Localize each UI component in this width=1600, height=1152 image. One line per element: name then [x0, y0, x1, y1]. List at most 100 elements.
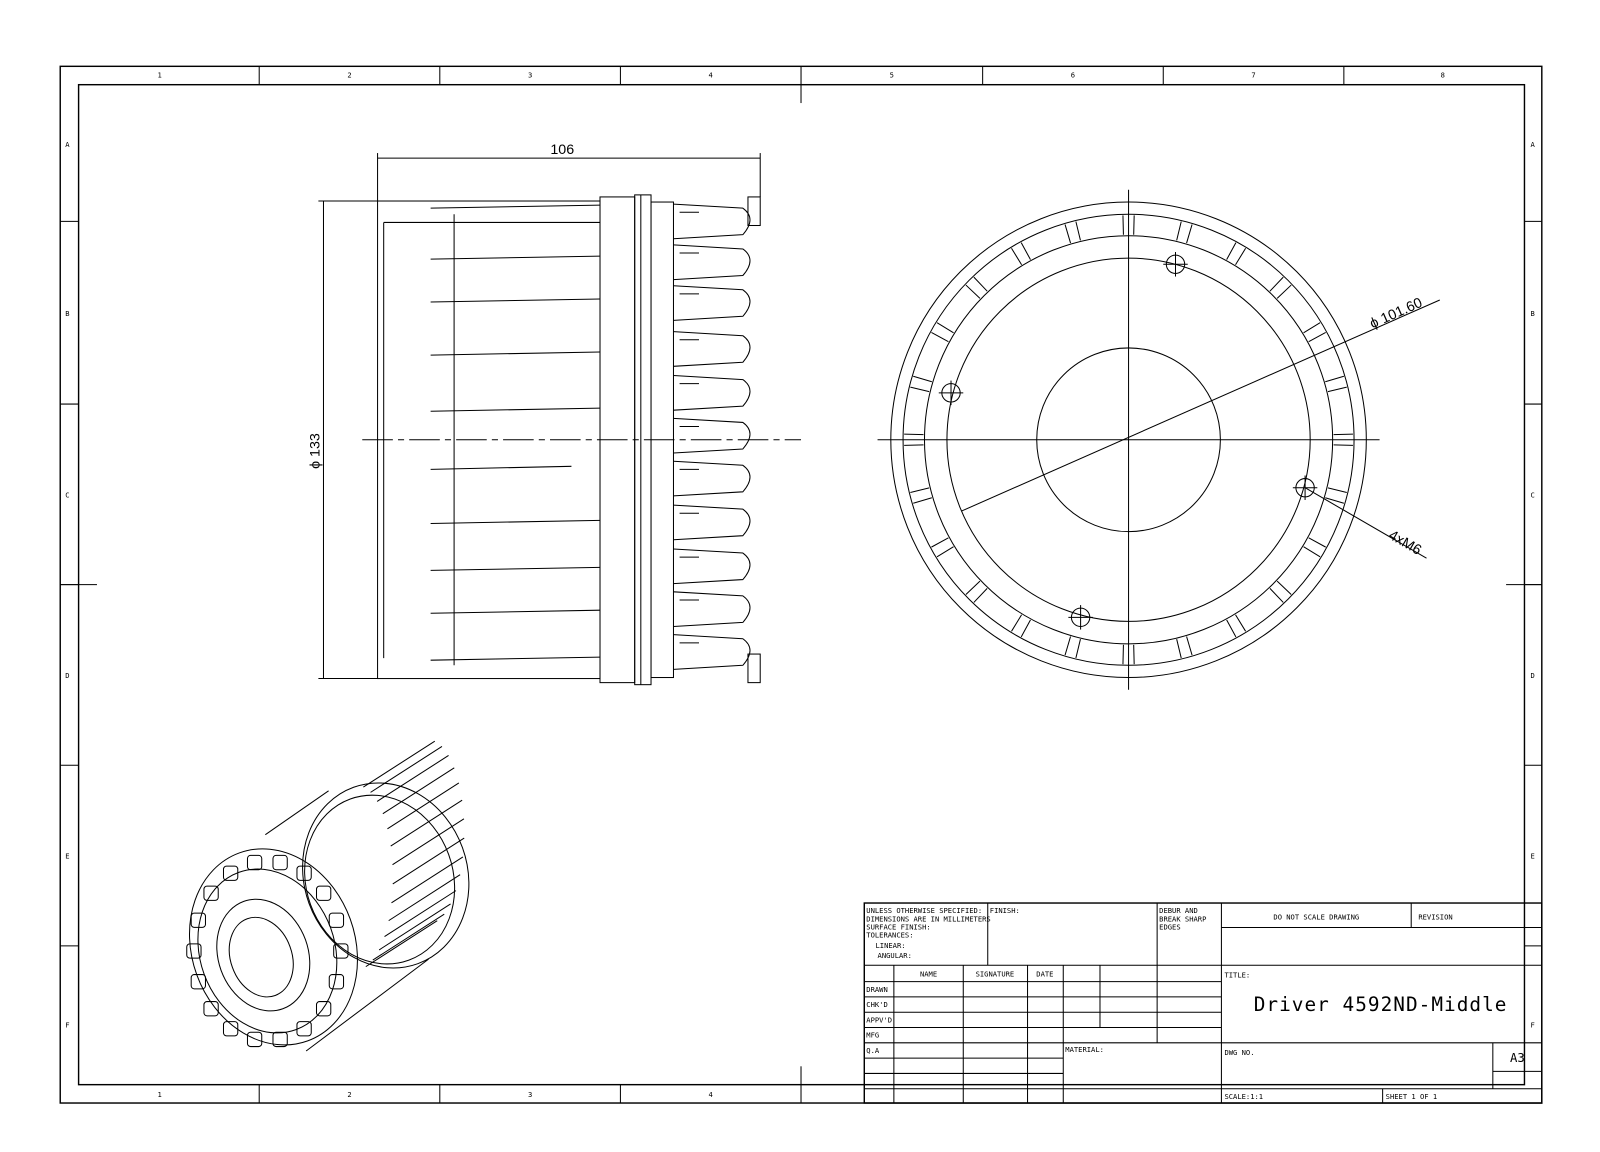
slot: [1303, 537, 1326, 558]
fin: [430, 656, 601, 661]
tolerance-line-3: SURFACE FINISH:: [866, 923, 930, 932]
deburr-line-1: DEBUR AND: [1159, 906, 1198, 915]
fin: [430, 465, 572, 470]
slot: [1226, 242, 1247, 266]
lobe: [673, 634, 751, 670]
lobe: [673, 285, 751, 321]
iso-fin: [363, 740, 436, 788]
slot: [1122, 215, 1135, 235]
linear-label: LINEAR:: [876, 941, 906, 950]
slot: [931, 537, 954, 558]
zone-column-bottom: 1: [158, 1090, 162, 1099]
iso-fin: [384, 890, 457, 937]
column-name: NAME: [920, 969, 937, 978]
iso-fin: [392, 818, 465, 866]
zone-row-right: F: [1530, 1021, 1534, 1030]
lobe: [673, 504, 751, 541]
iso-lobe: [315, 1001, 332, 1017]
row-mfg: MFG: [866, 1031, 879, 1040]
iso-lobe: [222, 865, 239, 881]
zone-column-top: 7: [1251, 71, 1255, 80]
dimension-diameter-label: ϕ 133: [307, 433, 323, 469]
iso-fin: [376, 755, 449, 802]
dimension-bolt-circle-label: ϕ 101.60: [1368, 295, 1425, 332]
zone-row-left: A: [65, 140, 70, 149]
fin: [430, 351, 601, 356]
slot: [1176, 221, 1193, 244]
lobe: [673, 417, 751, 454]
slot: [931, 322, 954, 343]
fin: [430, 407, 601, 412]
column-date: DATE: [1036, 969, 1053, 978]
iso-fin: [391, 856, 464, 904]
deburr-line-3: EDGES: [1159, 923, 1180, 932]
slot: [1325, 487, 1347, 504]
row-drawn: DRAWN: [866, 985, 887, 994]
tolerance-line-1: UNLESS OTHERWISE SPECIFIED:: [866, 906, 982, 915]
iso-fin: [387, 782, 460, 830]
slot: [1064, 221, 1081, 244]
slot: [1303, 322, 1326, 343]
iso-fin: [382, 767, 455, 815]
zone-column-top: 4: [709, 71, 713, 80]
dimension-holes: 4xM6: [1304, 487, 1427, 559]
zone-row-right: C: [1530, 490, 1534, 499]
title-label: TITLE:: [1224, 971, 1250, 980]
title-block: UNLESS OTHERWISE SPECIFIED: DIMENSIONS A…: [863, 902, 1543, 1104]
revision-label: REVISION: [1418, 912, 1452, 921]
iso-fin: [388, 874, 461, 922]
tolerance-line-4: TOLERANCES:: [866, 931, 913, 940]
scale-label: SCALE:1:1: [1224, 1092, 1263, 1101]
dimension-length: 106: [377, 142, 761, 202]
finish-label: FINISH:: [990, 906, 1020, 915]
zone-column-bottom: 2: [347, 1090, 351, 1099]
angular-label: ANGULAR:: [878, 951, 912, 960]
iso-lobe: [246, 854, 263, 871]
zone-row-left: F: [65, 1021, 69, 1030]
perimeter-slots: [904, 215, 1353, 665]
zone-column-top: 6: [1071, 71, 1075, 80]
slot: [1176, 636, 1193, 659]
zone-column-top: 2: [347, 71, 351, 80]
dimension-holes-label: 4xM6: [1386, 527, 1424, 558]
slot: [965, 580, 988, 603]
drawing-title: Driver 4592ND-Middle: [1254, 993, 1508, 1016]
fin: [430, 566, 601, 571]
zone-column-bottom: 4: [709, 1090, 713, 1099]
slot: [1011, 614, 1031, 638]
zone-column-bottom: 3: [528, 1090, 532, 1099]
slot: [1064, 636, 1081, 659]
slot: [1269, 580, 1292, 603]
zone-row-left: B: [65, 309, 69, 318]
lobe: [673, 244, 751, 281]
dimension-bolt-circle: ϕ 101.60: [961, 295, 1440, 512]
zone-column-top: 5: [890, 71, 894, 80]
iso-fin: [392, 837, 465, 885]
iso-lobe: [328, 974, 345, 990]
iso-lobe: [272, 854, 288, 871]
lobe: [673, 374, 751, 411]
iso-lobe: [296, 865, 312, 881]
zone-row-right: B: [1530, 309, 1534, 318]
isometric-fins: [186, 740, 465, 1048]
iso-fin: [365, 920, 438, 968]
isometric-view: [186, 740, 470, 1052]
row-qa: Q.A: [866, 1046, 880, 1055]
slot: [910, 375, 932, 393]
heatsink-fins: [430, 204, 601, 661]
front-view: ϕ 101.60 4xM6: [877, 189, 1440, 690]
zone-row-right: D: [1530, 671, 1534, 680]
fin: [430, 609, 601, 614]
zone-row-right: E: [1530, 852, 1534, 861]
iso-lobe: [246, 1031, 263, 1048]
lobe: [673, 591, 751, 628]
tolerance-line-2: DIMENSIONS ARE IN MILLIMETERS: [866, 914, 990, 923]
do-not-scale-note: DO NOT SCALE DRAWING: [1273, 912, 1359, 921]
lobe: [673, 548, 751, 585]
slot: [965, 276, 988, 299]
sheet-size: A3: [1510, 1051, 1525, 1065]
zone-row-left: C: [65, 490, 69, 499]
iso-lobe: [272, 1031, 288, 1048]
iso-lobe: [190, 912, 206, 928]
